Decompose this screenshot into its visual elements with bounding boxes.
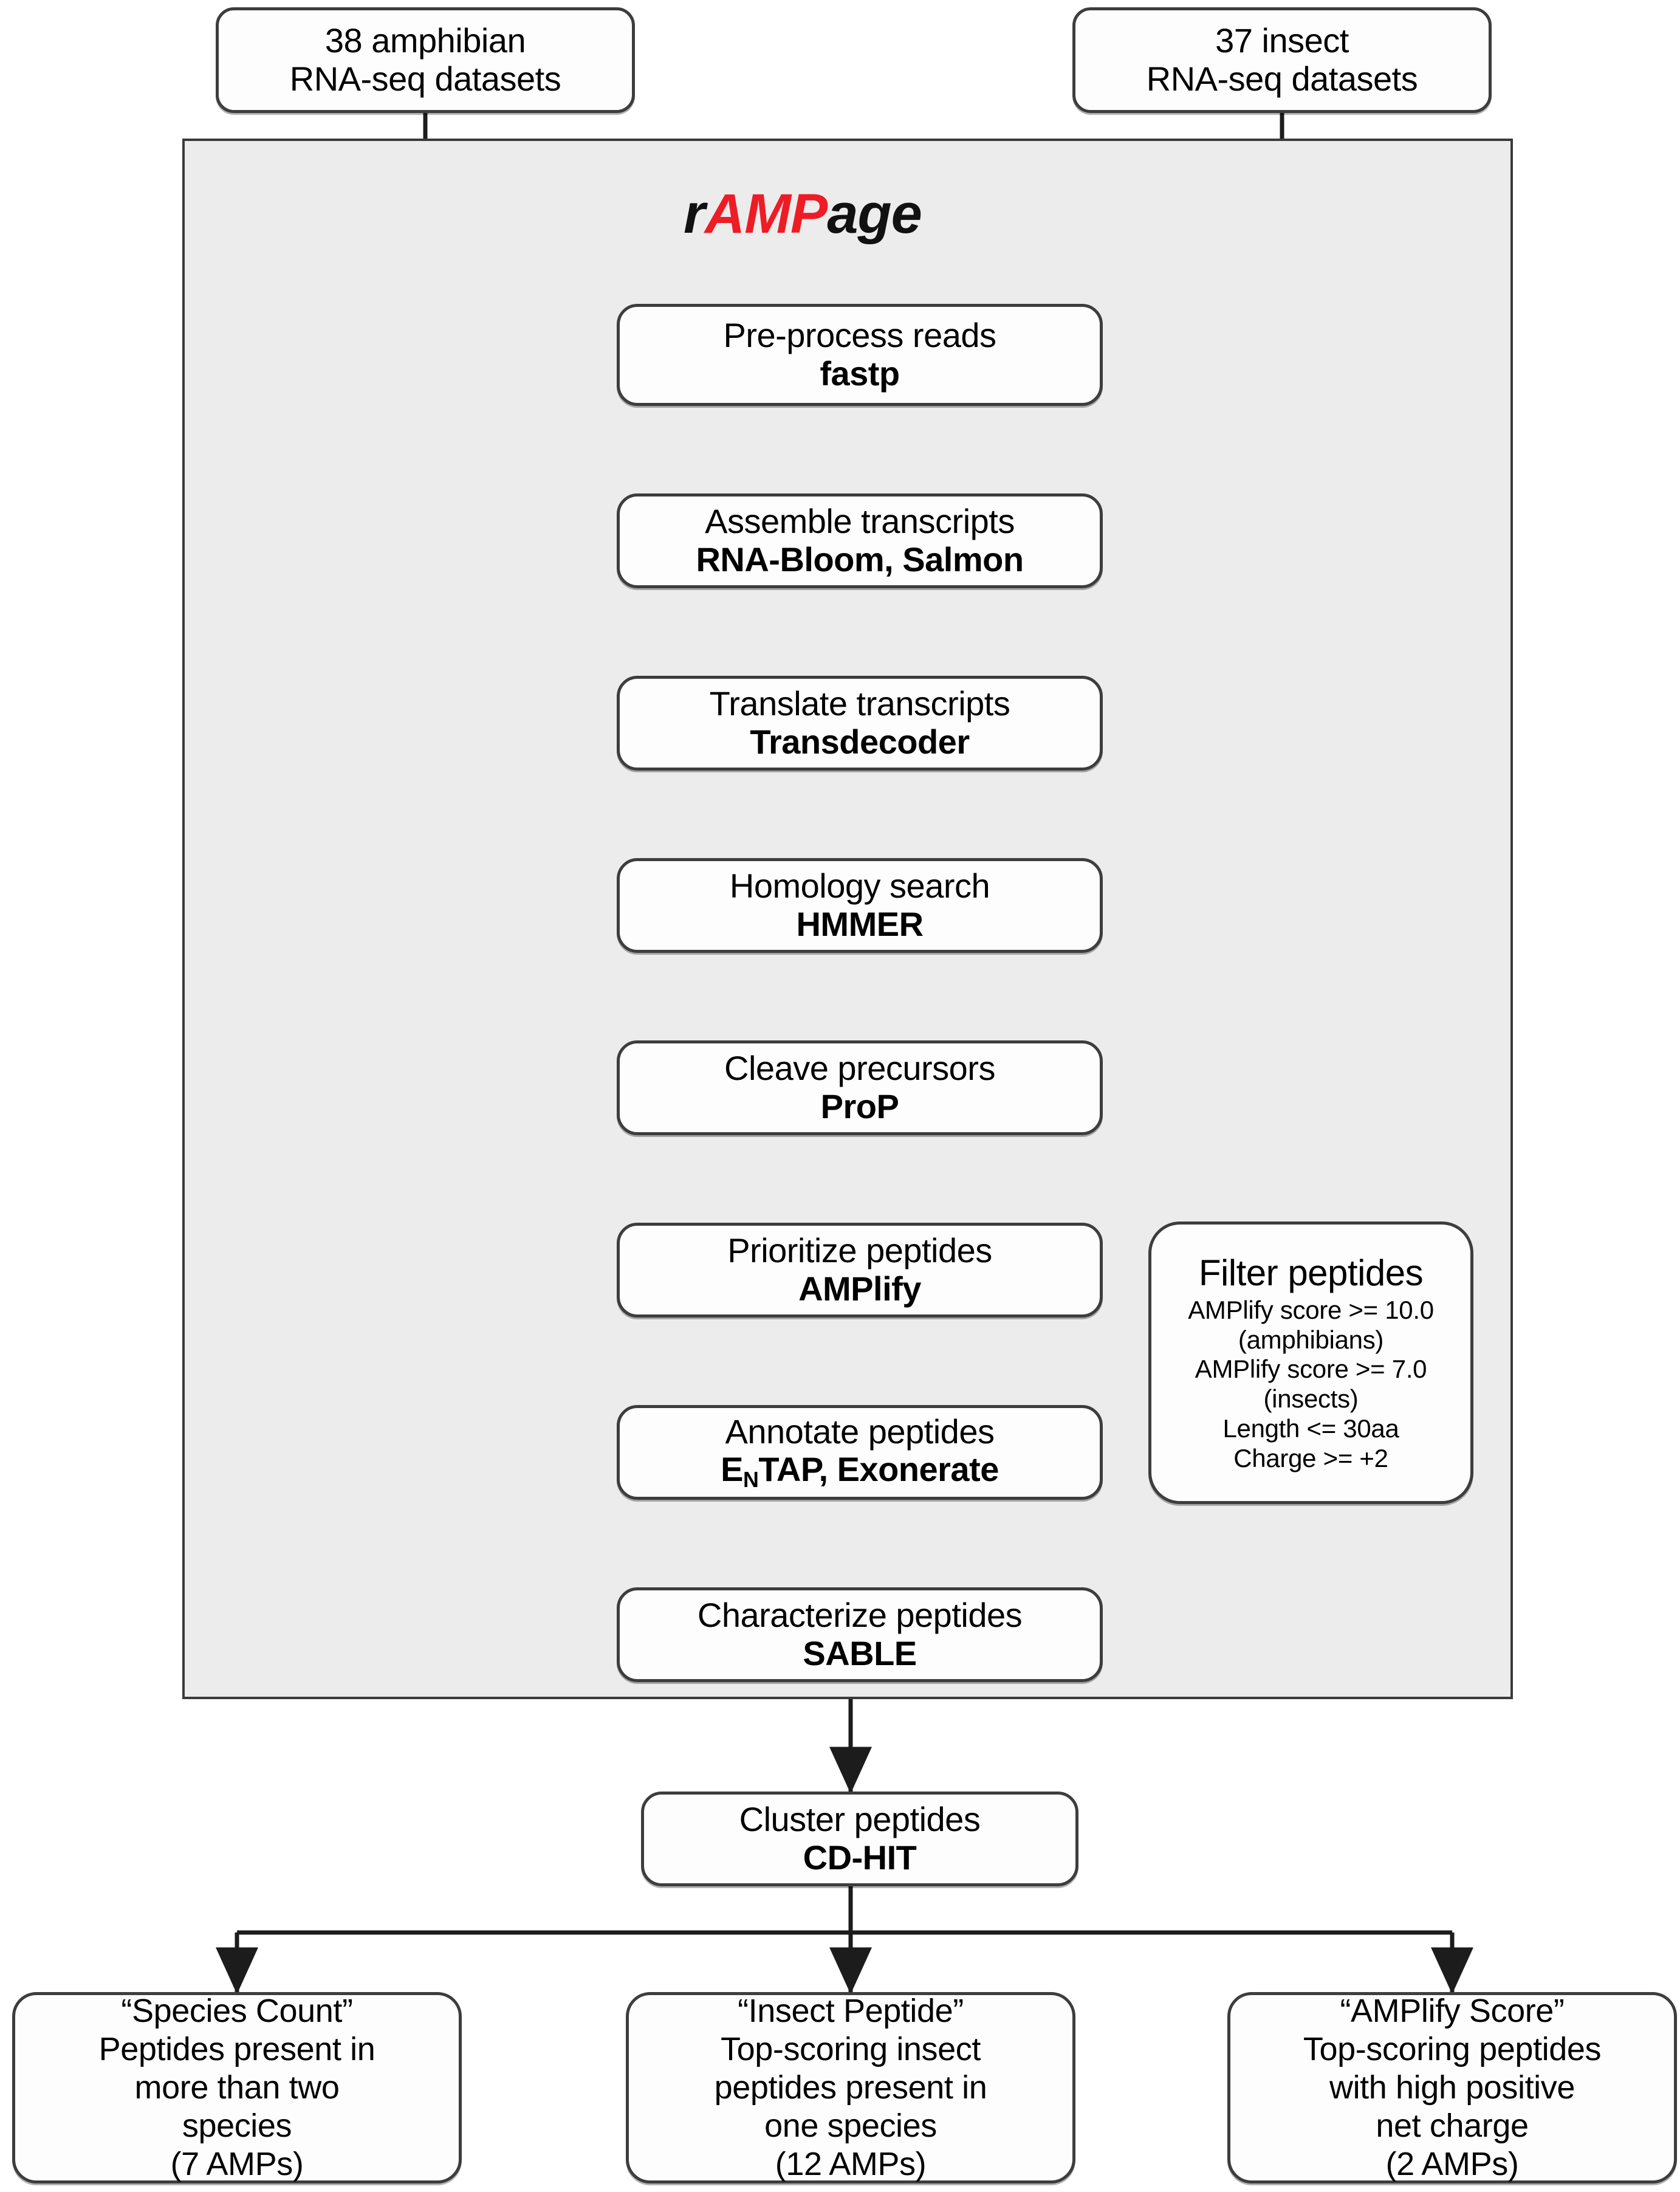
pipeline-title: rAMPage (684, 182, 922, 246)
outcome-species-count-desc3: species (182, 2108, 292, 2145)
outcome-species-count-desc2: more than two (134, 2069, 340, 2106)
step-box-homology[interactable]: Homology search HMMER (617, 858, 1103, 953)
outcome-box-amplify-score[interactable]: “AMPlify Score” Top-scoring peptides wit… (1227, 1992, 1677, 2183)
filter-criterion-amphibian-score: AMPlify score >= 10.0 (1188, 1295, 1434, 1324)
outcome-insect-peptide-amps: (12 AMPs) (775, 2146, 927, 2183)
step-box-preprocess[interactable]: Pre-process reads fastp (617, 304, 1103, 406)
outcome-species-count-title: “Species Count” (121, 1992, 353, 2029)
step-box-cleave[interactable]: Cleave precursors ProP (617, 1040, 1103, 1135)
outcome-amplify-score-title: “AMPlify Score” (1340, 1992, 1565, 2029)
filter-peptides-box[interactable]: Filter peptides AMPlify score >= 10.0 (a… (1148, 1221, 1473, 1504)
filter-criterion-insect-score: AMPlify score >= 7.0 (1195, 1355, 1427, 1384)
filter-criterion-amphibian-label: (amphibians) (1238, 1325, 1384, 1354)
step-tool-cluster: CD-HIT (803, 1838, 917, 1877)
filter-criterion-length: Length <= 30aa (1222, 1414, 1399, 1443)
insect-count-label: 37 insect (1215, 21, 1349, 60)
outcome-species-count-amps: (7 AMPs) (170, 2146, 304, 2183)
step-tool-annotate: ENTAP, Exonerate (721, 1450, 999, 1493)
amphibian-type-label: RNA-seq datasets (289, 60, 561, 98)
step-tool-prioritize: AMPlify (798, 1270, 921, 1308)
filter-criterion-charge: Charge >= +2 (1233, 1443, 1388, 1472)
brand-accent: AMP (704, 183, 828, 245)
outcome-species-count-desc1: Peptides present in (98, 2030, 375, 2067)
outcome-amplify-score-amps: (2 AMPs) (1385, 2146, 1519, 2183)
outcome-insect-peptide-title: “Insect Peptide” (738, 1992, 964, 2029)
step-name-characterize: Characterize peptides (697, 1596, 1023, 1635)
step-box-assemble[interactable]: Assemble transcripts RNA-Bloom, Salmon (617, 493, 1103, 588)
step-box-cluster[interactable]: Cluster peptides CD-HIT (641, 1792, 1078, 1886)
step-box-characterize[interactable]: Characterize peptides SABLE (617, 1587, 1103, 1682)
step-name-cleave: Cleave precursors (724, 1049, 995, 1088)
step-tool-preprocess: fastp (820, 354, 900, 393)
step-name-translate: Translate transcripts (709, 684, 1010, 723)
outcome-insect-peptide-desc2: peptides present in (714, 2069, 987, 2106)
step-name-homology: Homology search (729, 867, 990, 905)
step-name-annotate: Annotate peptides (725, 1412, 995, 1451)
amphibian-count-label: 38 amphibian (324, 21, 526, 60)
input-box-amphibian[interactable]: 38 amphibian RNA-seq datasets (216, 7, 635, 113)
step-name-preprocess: Pre-process reads (723, 316, 996, 355)
step-tool-translate: Transdecoder (750, 723, 970, 761)
brand-suffix: age (827, 183, 922, 245)
outcome-insect-peptide-desc1: Top-scoring insect (721, 2030, 981, 2067)
step-tool-homology: HMMER (796, 905, 924, 943)
filter-criterion-insect-label: (insects) (1263, 1384, 1359, 1414)
outcome-box-species-count[interactable]: “Species Count” Peptides present in more… (12, 1992, 462, 2183)
outcome-insect-peptide-desc3: one species (764, 2108, 937, 2145)
step-name-assemble: Assemble transcripts (705, 502, 1015, 541)
outcome-amplify-score-desc3: net charge (1376, 2108, 1529, 2145)
step-tool-cleave: ProP (820, 1087, 899, 1125)
step-name-prioritize: Prioritize peptides (727, 1231, 992, 1270)
step-name-cluster: Cluster peptides (739, 1800, 981, 1839)
step-tool-characterize: SABLE (803, 1634, 917, 1672)
outcome-amplify-score-desc1: Top-scoring peptides (1303, 2030, 1602, 2067)
step-tool-assemble: RNA-Bloom, Salmon (696, 540, 1024, 579)
brand-prefix: r (684, 183, 705, 245)
step-box-prioritize[interactable]: Prioritize peptides AMPlify (617, 1223, 1103, 1318)
step-box-translate[interactable]: Translate transcripts Transdecoder (617, 676, 1103, 771)
input-box-insect[interactable]: 37 insect RNA-seq datasets (1072, 7, 1492, 113)
outcome-box-insect-peptide[interactable]: “Insect Peptide” Top-scoring insect pept… (626, 1992, 1075, 2183)
filter-title: Filter peptides (1198, 1252, 1424, 1293)
step-box-annotate[interactable]: Annotate peptides ENTAP, Exonerate (617, 1405, 1103, 1500)
insect-type-label: RNA-seq datasets (1146, 60, 1418, 98)
outcome-amplify-score-desc2: with high positive (1329, 2069, 1575, 2106)
